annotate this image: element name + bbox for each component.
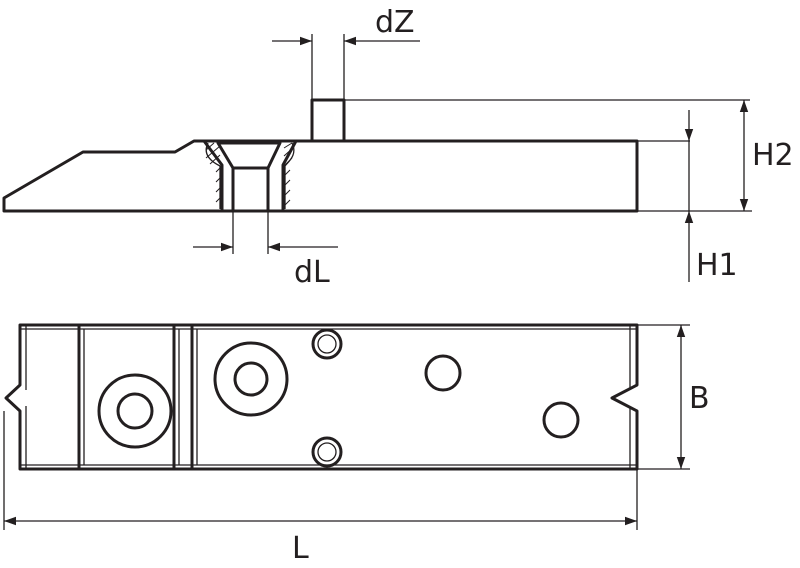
small-pin-bottom [311, 436, 343, 468]
dz-label: dZ [375, 5, 415, 40]
h2-label: H2 [752, 138, 794, 173]
dz-dimension: dZ [272, 5, 420, 100]
top-view [4, 323, 639, 471]
section-lines [77, 323, 198, 471]
dl-dimension: dL [193, 211, 338, 290]
b-dimension: B [637, 324, 710, 470]
dl-label: dL [294, 255, 330, 290]
side-view-outline [2, 139, 639, 213]
h2-dimension: H2 [700, 100, 794, 212]
hole-middle [424, 354, 462, 392]
h1-label: H1 [696, 248, 738, 283]
countersunk-hole-right [213, 341, 289, 417]
side-view [2, 98, 750, 213]
l-label: L [292, 531, 309, 566]
screw-section [202, 139, 298, 213]
small-pin-top [311, 328, 343, 360]
h1-dimension: H1 [684, 110, 738, 283]
pin [310, 98, 346, 143]
b-label: B [689, 381, 710, 416]
l-dimension: L [3, 411, 638, 566]
countersunk-hole-left [97, 373, 173, 449]
hole-right [542, 401, 580, 439]
